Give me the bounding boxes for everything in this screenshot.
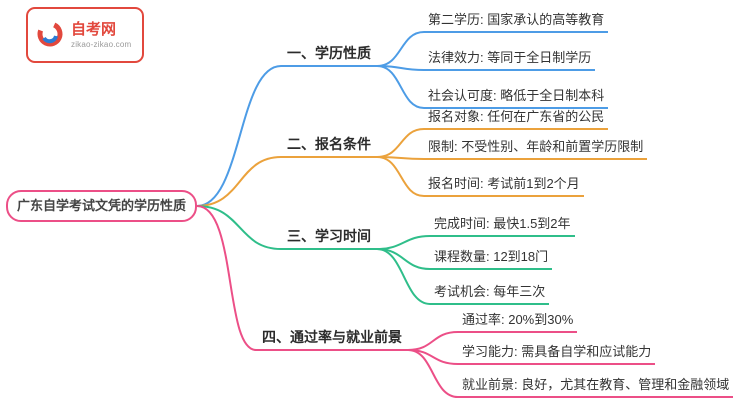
- logo: 自考网 zikao-zikao.com: [26, 7, 144, 63]
- leaf-node-registration-time: 报名时间: 考试前1到2个月: [424, 176, 584, 197]
- leaf-node-study-ability: 学习能力: 需具备自学和应试能力: [458, 344, 656, 365]
- leaf-node-exam-chances: 考试机会: 每年三次: [430, 284, 550, 305]
- leaf-node-completion-time: 完成时间: 最快1.5到2年: [430, 216, 575, 237]
- leaf-node-social-recognition: 社会认可度: 略低于全日制本科: [424, 88, 609, 109]
- logo-text: 自考网 zikao-zikao.com: [71, 21, 131, 50]
- leaf-node-registration-target: 报名对象: 任何在广东省的公民: [424, 109, 609, 130]
- logo-title: 自考网: [71, 20, 117, 38]
- branch-node-degree-nature: 一、学历性质: [281, 44, 377, 67]
- leaf-node-pass-rate-value: 通过率: 20%到30%: [458, 312, 578, 333]
- branch-node-registration: 二、报名条件: [281, 135, 377, 158]
- logo-icon: [37, 21, 63, 47]
- leaf-node-legal-effect: 法律效力: 等同于全日制学历: [424, 50, 596, 71]
- leaf-node-restrictions: 限制: 不受性别、年龄和前置学历限制: [424, 139, 648, 160]
- leaf-node-course-count: 课程数量: 12到18门: [430, 249, 553, 270]
- branch-node-study-time: 三、学习时间: [281, 227, 377, 250]
- leaf-node-second-degree: 第二学历: 国家承认的高等教育: [424, 12, 609, 33]
- mindmap-root-node: 广东自学考试文凭的学历性质: [6, 190, 198, 222]
- logo-domain: zikao-zikao.com: [71, 39, 132, 49]
- leaf-node-job-prospects: 就业前景: 良好，尤其在教育、管理和金融领域: [458, 377, 734, 398]
- branch-node-pass-rate: 四、通过率与就业前景: [256, 328, 408, 351]
